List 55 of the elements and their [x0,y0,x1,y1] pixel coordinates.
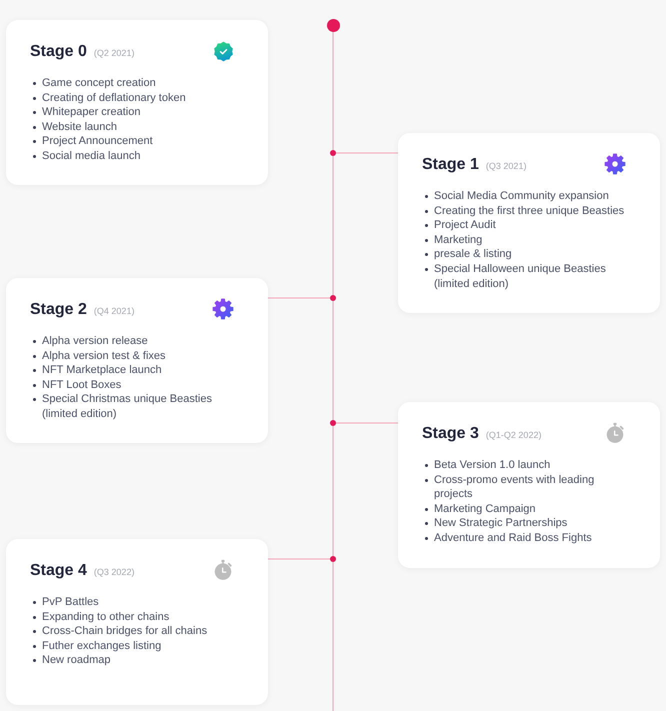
connector-line [336,422,398,424]
list-item: Special Christmas unique Beasties (limited edition) [32,392,240,422]
list-item: Expanding to other chains [32,610,240,624]
list-item: Cross-promo events with leading projects [424,472,632,502]
stage-date: (Q3 2021) [486,161,526,172]
list-item: Social media launch [32,148,240,164]
stage-title: Stage 1 [422,155,479,175]
timeline-line [332,426,334,556]
list-item: Project Announcement [32,134,240,149]
stage-title: Stage 3 [422,424,479,444]
list-item: Website launch [32,120,240,134]
list-item: Creating of deflationary token [32,90,240,106]
stage-date: (Q3 2022) [94,567,134,578]
stage-card [6,20,268,185]
timeline-line [332,31,334,150]
stage-title: Stage 0 [30,42,87,62]
list-item: presale & listing [424,247,632,262]
timeline-line [332,156,334,296]
list-item: Special Halloween unique Beasties (limited edition) [424,262,632,292]
timeline-line [332,562,334,711]
stage-date: (Q4 2021) [94,306,134,317]
timeline-dot [330,295,336,301]
stage-date: (Q1-Q2 2022) [486,430,542,441]
stage-title: Stage 4 [30,561,87,581]
stage-title: Stage 2 [30,300,87,320]
list-item: Beta Version 1.0 launch [424,458,632,473]
timeline-line [332,300,334,420]
list-item: Project Audit [424,218,632,233]
list-item: Cross-Chain bridges for all chains [32,624,240,639]
list-item: Adventure and Raid Boss Fights [424,530,632,546]
connector-line [336,152,398,154]
list-item: Alpha version release [32,334,240,349]
timeline-dot [330,150,336,156]
list-item: Creating the first three unique Beasties [424,204,632,218]
list-item: Social Media Community expansion [424,189,632,204]
stage-card [6,539,268,705]
timeline-start-dot [326,18,340,32]
list-item: Game concept creation [32,76,240,91]
stage-card [398,133,660,313]
list-item: Futher exchanges listing [32,638,240,654]
list-item: New Strategic Partnerships [424,516,632,531]
timeline-dot [330,556,336,562]
list-item: Marketing [424,232,632,248]
stage-card [6,278,268,443]
list-item: New roadmap [32,653,240,668]
list-item: Alpha version test & fixes [32,348,240,364]
list-item: Marketing Campaign [424,502,632,516]
timeline-dot [330,420,336,426]
list-item: Whitepaper creation [32,105,240,120]
stage-card [398,402,660,568]
list-item: NFT Loot Boxes [32,378,240,392]
stage-date: (Q2 2021) [94,48,134,59]
list-item: NFT Marketplace launch [32,363,240,378]
connector-line [268,558,330,560]
list-item: PvP Battles [32,595,240,610]
